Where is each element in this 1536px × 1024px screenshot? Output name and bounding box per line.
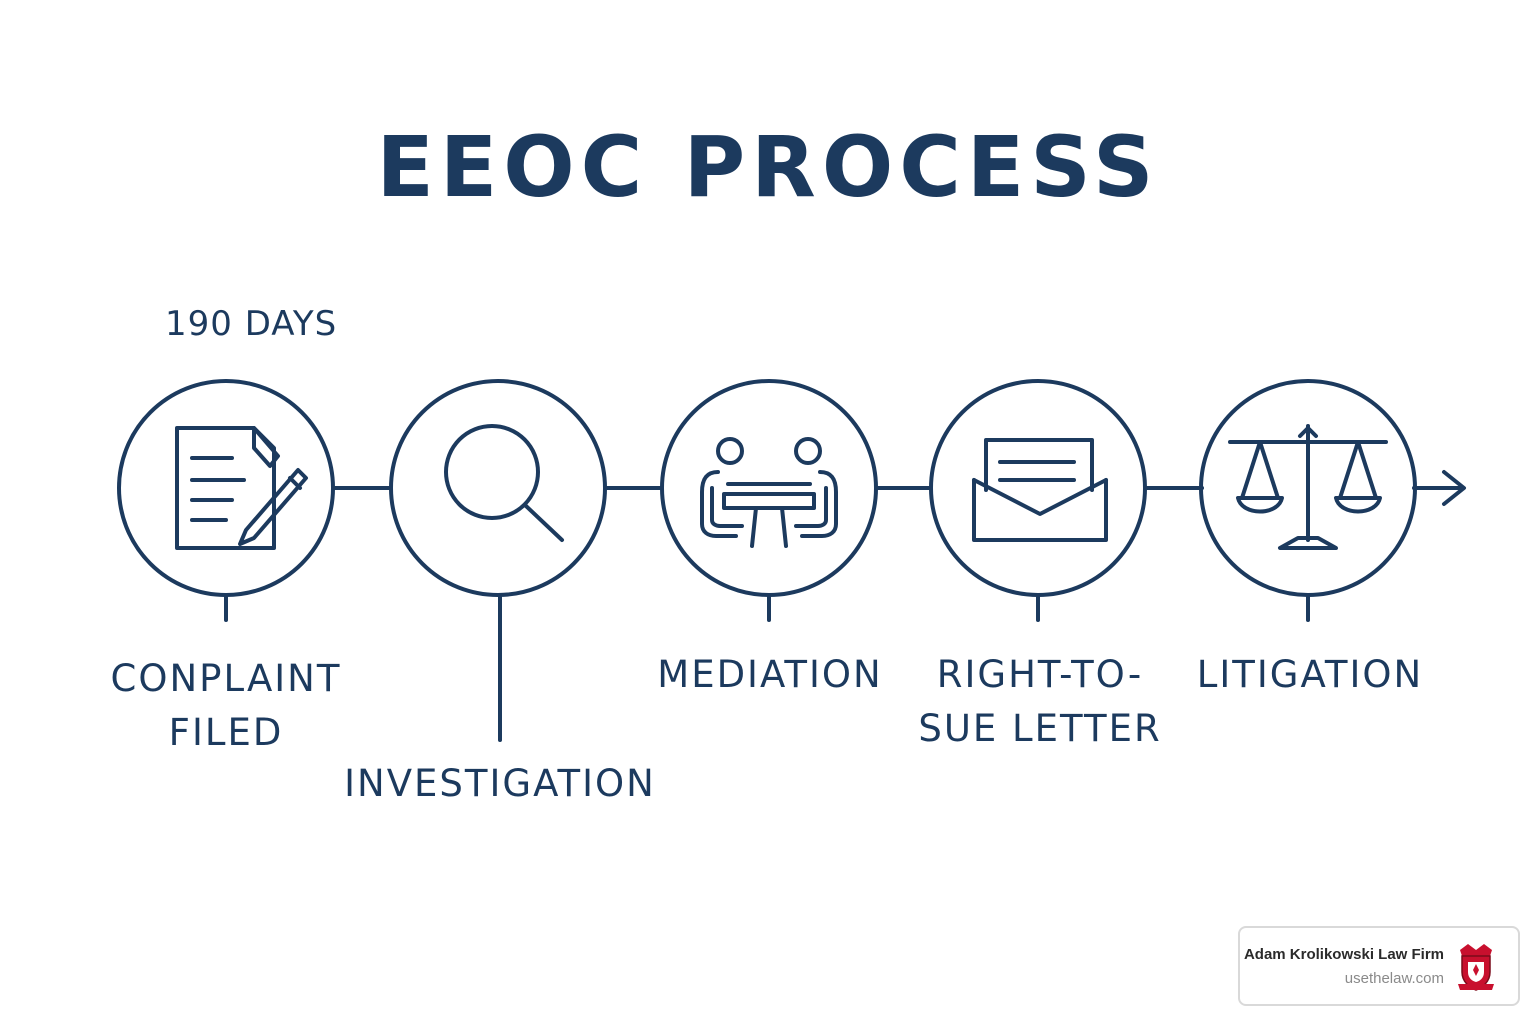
step-label-investigation: INVESTIGATION [344,762,656,805]
envelope-letter-icon [972,438,1108,542]
step-label-mediation: MEDIATION [657,653,883,696]
firm-name: Adam Krolikowski Law Firm [1243,946,1444,963]
step-label-litigation: LITIGATION [1196,653,1424,696]
page-title: EEOC PROCESS [376,118,1160,216]
magnifying-glass-icon [444,424,564,542]
watermark-badge: Adam Krolikowski Law Firm usethelaw.com [1238,926,1520,1006]
step-circle-4 [929,379,1147,597]
law-firm-crest-icon [1458,944,1494,991]
arrow-head-icon [1442,470,1466,506]
step-circle-3 [660,379,878,597]
step-label-right-to-sue-letter: RIGHT-TO- SUE LETTER [918,653,1162,750]
people-table-icon [700,437,838,548]
document-pen-icon [175,426,308,550]
duration-label: 190 DAYS [165,304,338,344]
scales-of-justice-icon [1228,424,1388,550]
step-circle-1 [117,379,335,597]
step-label-complaint-filed: CONPLAINT FILED [110,657,342,754]
step-circle-5 [1199,379,1417,597]
firm-url: usethelaw.com [1344,970,1444,987]
step-circle-2 [389,379,607,597]
